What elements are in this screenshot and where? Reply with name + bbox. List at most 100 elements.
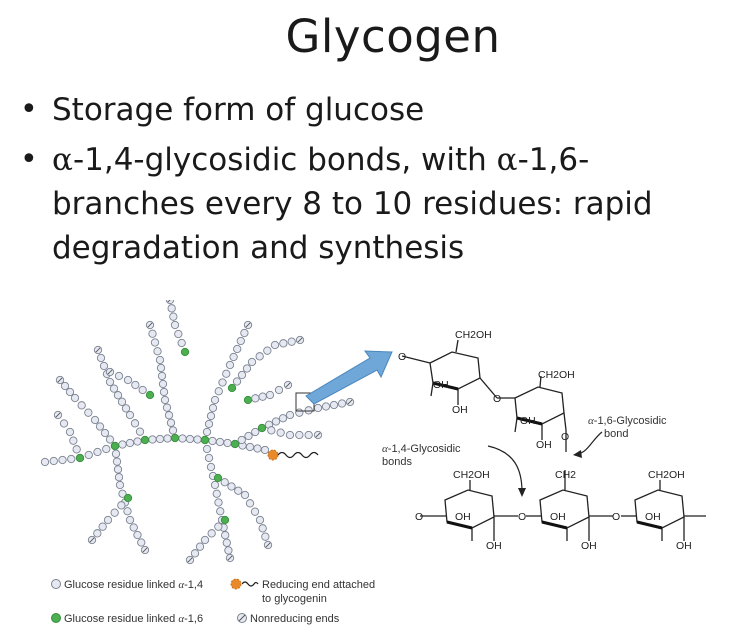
glucose-residue — [125, 515, 135, 525]
bullet-item: α-1,4-glycosidic bonds, with α-1,6- bran… — [18, 138, 738, 270]
glucose-residue — [109, 384, 119, 393]
bullet-list: Storage form of glucose α-1,4-glycosidic… — [18, 88, 738, 270]
glucose-residue — [84, 450, 93, 460]
glucose-residue — [72, 445, 81, 454]
nonreducing-end-mark — [57, 377, 63, 383]
glucose-residue — [265, 390, 275, 400]
glucose-residue — [214, 522, 223, 531]
glucose-residue — [135, 427, 145, 436]
glucose-residue — [242, 364, 252, 373]
glucose-residue — [164, 411, 174, 420]
glucose-residue — [329, 400, 339, 410]
glucose-residue — [285, 430, 295, 440]
glucose-residue — [258, 392, 267, 401]
branch-residue — [227, 383, 237, 393]
glucose-residue — [102, 444, 111, 454]
glucose-residue — [270, 340, 280, 350]
glucose-residue — [99, 361, 109, 371]
atom-label: OH — [433, 379, 449, 391]
branch-residue — [170, 433, 180, 443]
glucose-residue — [193, 435, 202, 444]
nonreducing-end-mark — [227, 555, 233, 561]
branch-residue — [257, 423, 267, 433]
glucose-residue — [287, 337, 296, 346]
atom-label: O — [518, 511, 526, 523]
glucose-residue — [251, 394, 260, 403]
zoom-arrow — [305, 350, 393, 405]
glucose-residue — [105, 435, 115, 444]
glucose-residue — [40, 457, 50, 467]
glucose-residue — [84, 408, 93, 417]
glucose-residue — [279, 339, 288, 348]
glucose-residue — [118, 489, 127, 498]
glucose-residue — [155, 355, 165, 365]
glucose-residue — [153, 347, 162, 356]
glucose-residue — [113, 465, 123, 474]
branch-residue — [145, 390, 155, 400]
glucose-residue — [321, 402, 331, 411]
glucose-residue — [178, 434, 187, 443]
glucose-residue — [133, 437, 142, 446]
glucose-residue — [271, 417, 281, 426]
glucose-residue — [95, 422, 105, 431]
glucose-residue — [222, 369, 231, 378]
glycogenin-tail — [277, 451, 319, 459]
glucose-residue — [304, 430, 313, 440]
glucose-residue — [105, 377, 115, 387]
nonreducing-end-mark — [265, 542, 271, 548]
glycogen-branch-tree — [40, 300, 355, 565]
glycogen-figure: O OH OH O OH OH O O OH OH O OH OH O OH O… — [40, 300, 706, 565]
glucose-residue — [304, 406, 313, 415]
nonreducing-end-mark — [107, 369, 113, 375]
glucose-residue — [240, 490, 250, 500]
glucose-residue — [210, 480, 220, 490]
glucose-residue — [125, 438, 135, 448]
glucose-residue — [167, 304, 176, 313]
atom-label: O — [493, 393, 501, 405]
glucose-residue — [90, 415, 100, 425]
glucose-residue — [77, 401, 86, 410]
legend-item-14: Glucose residue linked α-1,4 — [64, 579, 204, 591]
glucose-residue — [112, 457, 122, 466]
nonreducing-end-mark — [95, 347, 101, 353]
atom-label: OH — [581, 540, 597, 552]
glucose-residue — [150, 338, 160, 347]
nonreducing-end-mark — [147, 322, 153, 328]
glucose-residue — [261, 532, 270, 541]
atom-label: O — [561, 431, 569, 443]
glucose-residue — [123, 507, 132, 516]
glucose-residue — [158, 379, 168, 389]
glucose-16-legend-icon — [51, 613, 61, 623]
glucose-residue — [240, 328, 249, 338]
branch-residue — [140, 435, 150, 445]
glucose-residue — [232, 377, 242, 386]
branch-residue — [123, 493, 133, 503]
glucose-residue — [233, 344, 242, 354]
glucose-residue — [214, 387, 223, 396]
glucose-residue — [67, 454, 76, 464]
glucose-residue — [225, 360, 235, 370]
nonreducing-end-mark — [89, 537, 95, 543]
branch-residue — [243, 395, 253, 405]
legend-item-nonreducing: Nonreducing ends — [250, 613, 340, 625]
glucose-residue — [255, 515, 265, 525]
glucose-residue — [170, 320, 180, 330]
glucose-residue — [129, 523, 138, 532]
atom-label: OH — [536, 439, 552, 451]
bullet-text: degradation and synthesis — [52, 230, 465, 266]
glucose-residue — [133, 530, 142, 540]
branch-residue — [230, 439, 240, 449]
glucose-residue — [245, 442, 255, 452]
glucose-residue — [157, 371, 167, 381]
atom-label: OH — [455, 511, 471, 523]
glucose-residue — [162, 403, 172, 412]
glucose-residue — [234, 486, 243, 495]
glucose-residue — [110, 508, 119, 517]
glucose-residue — [210, 395, 220, 405]
branch-residue — [75, 453, 85, 463]
nonreducing-end-mark — [167, 300, 171, 303]
glucose-residue — [276, 428, 285, 437]
glucose-residue — [70, 393, 80, 403]
alpha16-label: α-1,6-Glycosidic bond — [588, 415, 667, 440]
